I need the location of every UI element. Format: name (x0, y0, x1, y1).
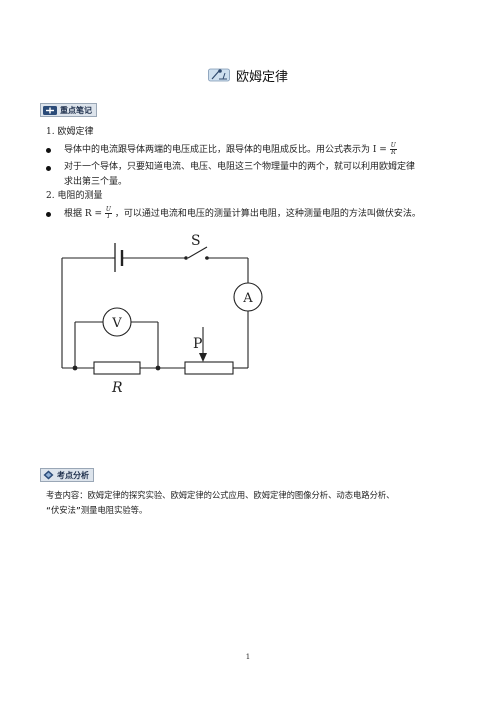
bullet-dot (46, 166, 51, 171)
formula-fraction: U I (104, 206, 112, 220)
notes-banner: 重点笔记 (40, 103, 97, 117)
analysis-line2: “伏安法”测量电阻实验等。 (46, 505, 148, 515)
notes-banner-label: 重点笔记 (60, 105, 92, 115)
voltmeter-label: V (111, 316, 122, 331)
fraction-numerator: U (389, 142, 397, 150)
page-number: 1 (245, 653, 251, 661)
section2-bullet: 根据 R = U I ，可以通过电流和电压的测量计算出电阻，这种测量电阻的方法叫… (64, 207, 421, 221)
switch-blade (187, 246, 208, 259)
section1-heading: 1. 欧姆定律 (46, 127, 94, 137)
section1-bullet2-line2: 求出第三个量。 (64, 177, 128, 187)
diamond-icon (43, 470, 54, 480)
analysis-banner: 考点分析 (40, 468, 94, 482)
ammeter-label: A (242, 291, 253, 306)
rheostat (184, 361, 234, 375)
resistor-label: R (111, 380, 123, 396)
section1-bullet1: 导体中的电流跟导体两端的电压成正比，跟导体的电阻成反比。用公式表示为 I = U… (64, 143, 397, 157)
physics-figure-icon (208, 68, 230, 82)
plus-badge-icon (43, 105, 57, 115)
analysis-banner-label: 考点分析 (57, 470, 89, 480)
slider-label: P (193, 336, 202, 352)
bullet1-text: 导体中的电流跟导体两端的电压成正比，跟导体的电阻成反比。用公式表示为 I = (64, 145, 387, 155)
switch-label: S (191, 233, 201, 249)
page-title: 欧姆定律 (0, 66, 496, 85)
analysis-line1: 考查内容：欧姆定律的探究实验、欧姆定律的公式应用、欧姆定律的图像分析、动态电路分… (46, 490, 395, 500)
fraction-denominator: I (107, 213, 110, 220)
section2-heading: 2. 电阻的测量 (46, 191, 103, 201)
junction-dot (72, 365, 78, 371)
title-text: 欧姆定律 (235, 69, 288, 85)
bullet-prefix: 根据 R = (64, 209, 103, 219)
bullet-suffix: ，可以通过电流和电压的测量计算出电阻，这种测量电阻的方法叫做伏安法。 (114, 209, 421, 219)
section1-bullet2-line1: 对于一个导体，只要知道电流、电压、电阻这三个物理量中的两个，就可以利用欧姆定律 (64, 162, 416, 172)
fraction-numerator: U (104, 206, 112, 214)
switch-contact (184, 256, 188, 260)
fraction-denominator: R (390, 149, 396, 156)
bullet-dot (46, 148, 51, 153)
bullet-dot (46, 212, 51, 217)
formula-fraction: U R (389, 142, 397, 156)
resistor-r (93, 361, 141, 375)
slider-arrow-head (199, 353, 207, 362)
switch-contact (205, 256, 209, 260)
junction-dot (155, 365, 161, 371)
